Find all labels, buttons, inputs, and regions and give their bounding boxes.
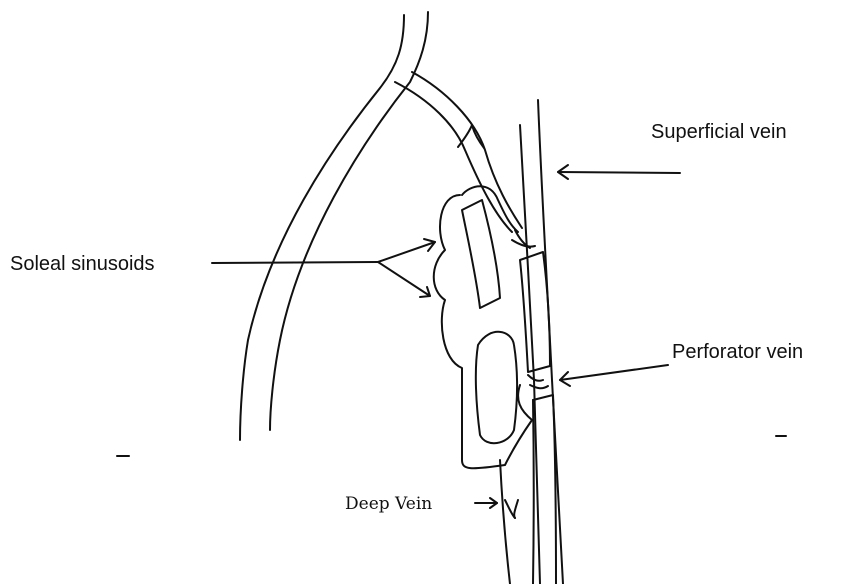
soleal-sinusoids-label: Soleal sinusoids <box>10 253 155 275</box>
superficial-arrow <box>558 172 680 173</box>
deep-vein-label: Deep Vein <box>345 494 432 514</box>
pointer-lines <box>117 165 786 508</box>
perforator-arrow <box>560 365 668 380</box>
superficial-vein-label: Superficial vein <box>651 121 787 143</box>
valve-cusps <box>505 230 548 518</box>
branching-vein <box>240 12 522 440</box>
soleal-leader <box>212 262 378 263</box>
perforator-vein-label: Perforator vein <box>672 341 803 363</box>
